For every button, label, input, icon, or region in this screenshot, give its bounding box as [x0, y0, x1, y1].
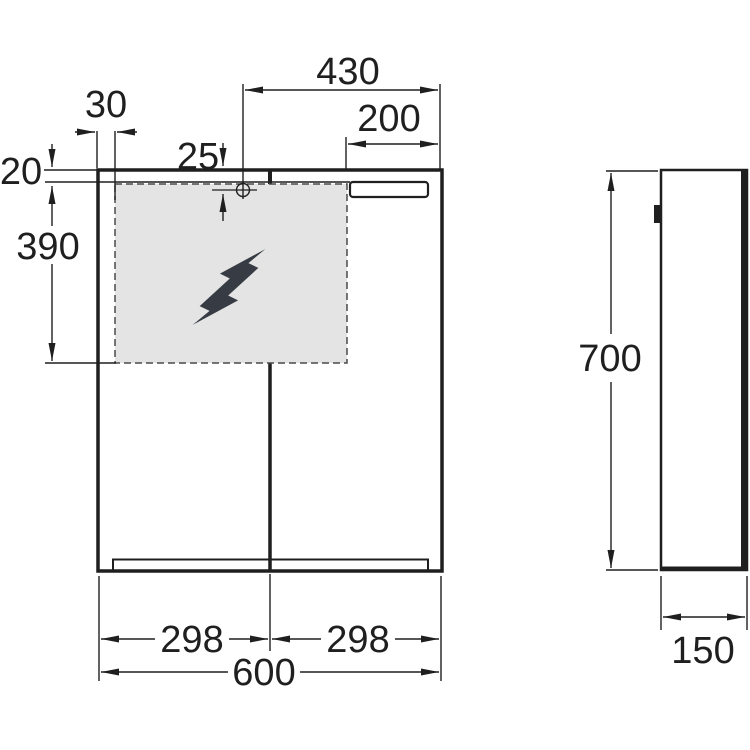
- side-view: [654, 168, 749, 572]
- label-150: 150: [671, 630, 734, 672]
- dim-390: [45, 186, 116, 364]
- label-20: 20: [0, 151, 42, 193]
- label-390: 390: [16, 226, 79, 268]
- label-200: 200: [357, 98, 420, 140]
- dim-430: [242, 84, 441, 199]
- dim-700: [606, 170, 658, 571]
- dim-30: [75, 128, 137, 200]
- switch-slot: [348, 180, 430, 199]
- dimension-labels: 430 200 30 25 20 390 298 298 600 700 150: [0, 51, 735, 694]
- label-25: 25: [177, 136, 219, 178]
- dim-150: [660, 576, 748, 630]
- lightning-bolt-icon: [192, 249, 266, 325]
- label-600: 600: [232, 652, 295, 694]
- dim-298-left: [98, 574, 271, 681]
- front-view: [44, 168, 444, 573]
- label-700: 700: [578, 338, 641, 380]
- bottom-shelf-line: [112, 558, 429, 570]
- label-430: 430: [316, 51, 379, 93]
- dim-298-right: [272, 576, 442, 681]
- label-30: 30: [85, 84, 127, 126]
- dimension-lines: [45, 84, 748, 681]
- wall-bracket-detail: [654, 205, 661, 223]
- side-cabinet-outline: [659, 168, 749, 572]
- label-298-right: 298: [326, 619, 389, 661]
- dim-200: [345, 137, 438, 170]
- label-298-left: 298: [160, 619, 223, 661]
